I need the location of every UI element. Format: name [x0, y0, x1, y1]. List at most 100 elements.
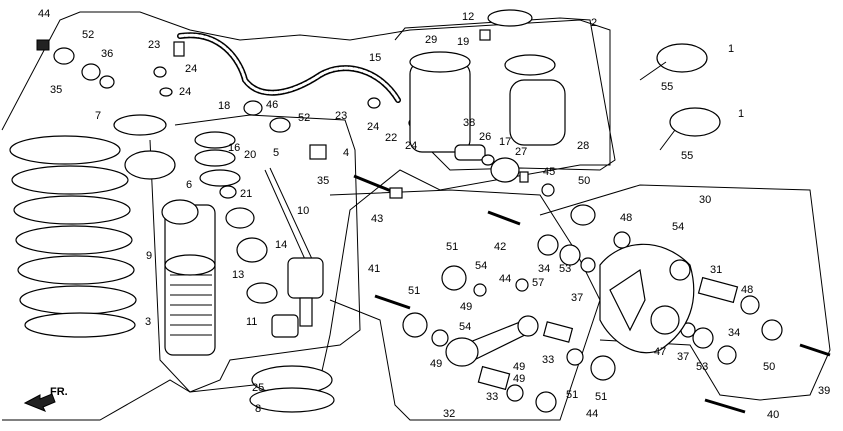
reservoir — [409, 9, 566, 183]
callout-1: 1 — [728, 43, 734, 55]
bolts — [353, 174, 831, 414]
reservoir-hose — [177, 32, 401, 103]
shock-body — [161, 199, 216, 356]
callout-24: 24 — [405, 140, 417, 152]
callout-51: 51 — [566, 389, 578, 401]
link-plate — [599, 243, 739, 354]
lock-nuts — [113, 114, 176, 180]
callout-54: 54 — [475, 260, 487, 272]
callout-46: 46 — [266, 99, 278, 111]
callout-24: 24 — [185, 63, 197, 75]
frame-arm — [539, 184, 831, 401]
callout-45: 45 — [543, 166, 555, 178]
callout-24: 24 — [367, 121, 379, 133]
callout-28: 28 — [577, 140, 589, 152]
coil-spring — [9, 135, 137, 338]
callout-8: 8 — [255, 403, 261, 415]
callout-54: 54 — [459, 321, 471, 333]
callout-53: 53 — [696, 361, 708, 373]
callout-13: 13 — [232, 269, 244, 281]
callout-49: 49 — [513, 373, 525, 385]
callout-48: 48 — [741, 284, 753, 296]
callout-9: 9 — [146, 250, 152, 262]
callout-49: 49 — [513, 361, 525, 373]
callout-50: 50 — [578, 175, 590, 187]
callout-55: 55 — [681, 150, 693, 162]
callout-50: 50 — [763, 361, 775, 373]
callout-51: 51 — [446, 241, 458, 253]
callout-48: 48 — [620, 212, 632, 224]
callout-7: 7 — [95, 110, 101, 122]
callout-5: 5 — [273, 147, 279, 159]
callout-17: 17 — [499, 136, 511, 148]
callout-25: 25 — [252, 382, 264, 394]
callout-51: 51 — [408, 285, 420, 297]
callout-11: 11 — [246, 316, 257, 328]
callout-53: 53 — [559, 263, 571, 275]
callout-20: 20 — [244, 149, 256, 161]
callout-12: 12 — [462, 11, 474, 23]
callout-43: 43 — [371, 213, 383, 225]
callout-27: 27 — [515, 146, 527, 158]
callout-49: 49 — [460, 301, 472, 313]
callout-23: 23 — [335, 110, 347, 122]
callout-55: 55 — [661, 81, 673, 93]
callout-35: 35 — [50, 84, 62, 96]
front-direction-indicator: FR. — [23, 386, 68, 412]
callout-37: 37 — [677, 351, 689, 363]
callout-38: 38 — [463, 117, 475, 129]
frame-reservoir — [394, 17, 616, 171]
callout-51: 51 — [595, 391, 607, 403]
callout-31: 31 — [710, 264, 722, 276]
callout-34: 34 — [728, 327, 740, 339]
callout-39: 39 — [818, 385, 830, 397]
callout-15: 15 — [369, 52, 381, 64]
link-rods — [445, 315, 574, 391]
callout-1: 1 — [738, 108, 744, 120]
fr-label: FR. — [50, 386, 68, 398]
callout-42: 42 — [494, 241, 506, 253]
callout-37: 37 — [571, 292, 583, 304]
frame-shock — [149, 114, 361, 393]
callout-35: 35 — [317, 175, 329, 187]
callout-44: 44 — [499, 273, 511, 285]
callout-33: 33 — [542, 354, 554, 366]
callout-29: 29 — [425, 34, 437, 46]
collars — [194, 131, 335, 413]
callout-23: 23 — [148, 39, 160, 51]
callout-32: 32 — [443, 408, 455, 420]
callout-26: 26 — [479, 131, 491, 143]
callout-44: 44 — [586, 408, 598, 420]
shock-rod — [264, 167, 324, 327]
callout-16: 16 — [228, 142, 240, 154]
callout-34: 34 — [538, 263, 550, 275]
callout-33: 33 — [486, 391, 498, 403]
callout-52: 52 — [82, 29, 94, 41]
callout-6: 6 — [186, 179, 192, 191]
callout-24: 24 — [179, 86, 191, 98]
bushings — [402, 183, 783, 413]
callout-14: 14 — [275, 239, 287, 251]
callout-41: 41 — [368, 263, 380, 275]
callout-10: 10 — [297, 205, 309, 217]
callout-30: 30 — [699, 194, 711, 206]
callout-22: 22 — [385, 132, 397, 144]
callout-2: 2 — [591, 17, 597, 29]
callout-19: 19 — [457, 36, 469, 48]
callout-44: 44 — [38, 8, 50, 20]
callout-18: 18 — [218, 100, 230, 112]
callout-54: 54 — [672, 221, 684, 233]
callout-3: 3 — [145, 316, 151, 328]
callout-4: 4 — [343, 147, 349, 159]
callout-52: 52 — [298, 112, 310, 124]
callout-57: 57 — [532, 277, 544, 289]
callout-49: 49 — [430, 358, 442, 370]
callout-21: 21 — [240, 188, 252, 200]
callout-47: 47 — [654, 346, 666, 358]
clamps — [639, 43, 721, 151]
callout-36: 36 — [101, 48, 113, 60]
callout-40: 40 — [767, 409, 779, 421]
